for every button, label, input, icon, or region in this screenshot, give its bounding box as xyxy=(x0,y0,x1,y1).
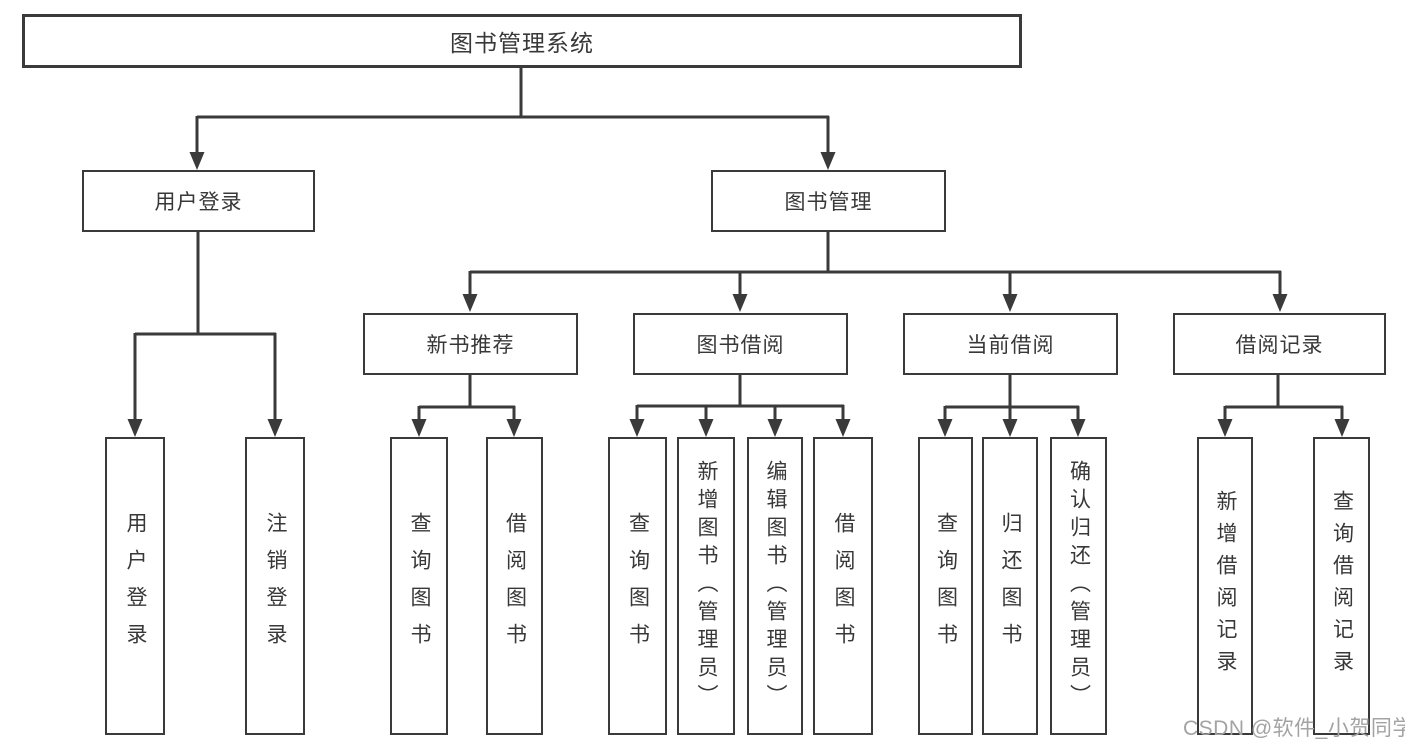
leaf-borrow-books-recommend-label: 借阅图书 xyxy=(503,512,527,660)
leaf-borrow-books: 借阅图书 xyxy=(813,437,873,735)
leaf-user-login-label: 用户登录 xyxy=(124,512,147,660)
leaf-query-books-current-label: 查询图书 xyxy=(934,512,958,660)
node-borrow-records: 借阅记录 xyxy=(1173,313,1386,375)
leaf-return-books: 归还图书 xyxy=(982,437,1038,735)
leaf-logout: 注销登录 xyxy=(245,437,305,735)
connector-lines xyxy=(133,68,1344,421)
leaf-query-books-borrow: 查询图书 xyxy=(608,437,667,735)
leaf-confirm-return-admin-label: 确认归还（管理员） xyxy=(1067,460,1091,712)
leaf-add-books-admin-label: 新增图书（管理员） xyxy=(695,460,718,712)
leaf-query-borrow-record: 查询借阅记录 xyxy=(1313,437,1370,735)
node-user-login: 用户登录 xyxy=(82,170,315,232)
leaf-logout-label: 注销登录 xyxy=(264,512,287,660)
leaf-query-books-recommend-label: 查询图书 xyxy=(408,512,431,660)
node-borrow-records-label: 借阅记录 xyxy=(1235,334,1324,357)
leaf-edit-books-admin-label: 编辑图书（管理员） xyxy=(764,460,787,712)
node-book-management: 图书管理 xyxy=(711,170,946,232)
leaf-query-borrow-record-label: 查询借阅记录 xyxy=(1330,490,1354,682)
leaf-borrow-books-label: 借阅图书 xyxy=(832,512,855,660)
leaf-add-borrow-record-label: 新增借阅记录 xyxy=(1214,490,1237,682)
node-book-borrow-label: 图书借阅 xyxy=(696,334,785,357)
leaf-confirm-return-admin: 确认归还（管理员） xyxy=(1050,437,1107,735)
leaf-query-books-current: 查询图书 xyxy=(918,437,973,735)
arrow-down-icons xyxy=(127,152,1350,437)
node-user-login-label: 用户登录 xyxy=(154,191,243,214)
leaf-add-books-admin: 新增图书（管理员） xyxy=(677,437,735,735)
node-library-system-label: 图书管理系统 xyxy=(450,30,594,56)
leaf-borrow-books-recommend: 借阅图书 xyxy=(486,437,543,735)
leaf-query-books-recommend: 查询图书 xyxy=(390,437,448,735)
node-current-borrow: 当前借阅 xyxy=(903,313,1118,375)
node-new-book-recommend: 新书推荐 xyxy=(363,313,578,375)
leaf-add-borrow-record: 新增借阅记录 xyxy=(1197,437,1253,735)
leaf-query-books-borrow-label: 查询图书 xyxy=(626,512,650,660)
leaf-user-login: 用户登录 xyxy=(105,437,165,735)
node-library-system: 图书管理系统 xyxy=(22,14,1022,68)
node-new-book-recommend-label: 新书推荐 xyxy=(426,334,515,357)
csdn-watermark: CSDN @软件_小贺同学 xyxy=(1183,717,1405,740)
leaf-edit-books-admin: 编辑图书（管理员） xyxy=(747,437,803,735)
leaf-return-books-label: 归还图书 xyxy=(999,512,1022,660)
node-current-borrow-label: 当前借阅 xyxy=(966,334,1055,357)
node-book-management-label: 图书管理 xyxy=(784,191,873,214)
node-book-borrow: 图书借阅 xyxy=(633,313,848,375)
